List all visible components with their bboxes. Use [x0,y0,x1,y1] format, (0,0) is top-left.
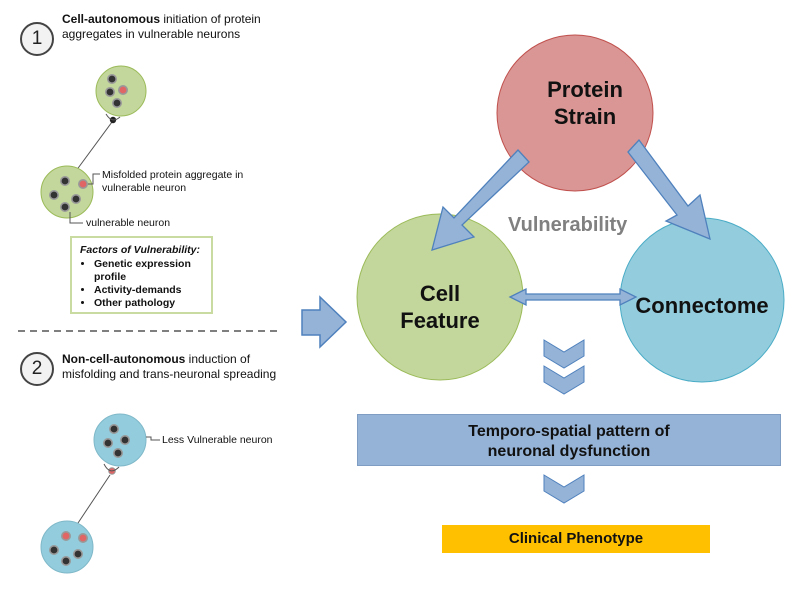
factor-item: Genetic expression profile [94,258,203,284]
connectome-label: Connectome [635,293,769,318]
temporo-spatial-pattern-bar: Temporo-spatial pattern of neuronal dysf… [357,414,781,466]
neuron-bottom-blue [40,520,94,574]
callout-aggregate-line [88,173,100,185]
step-1-text-line1: initiation of protein [160,12,261,26]
label-aggregate-line2: vulnerable neuron [102,182,187,194]
arrow-to-connectome [627,138,711,241]
label-aggregate-line1: Misfolded protein aggregate in [102,169,244,181]
neuron-top-green [95,65,147,117]
step-1-description: Cell-autonomous initiation of protein ag… [62,12,342,42]
step-2-bold: Non-cell-autonomous [62,352,186,366]
factor-item: Activity-demands [94,284,203,297]
callout-less-vulnerable-line [146,436,160,441]
main-right-arrow [301,295,348,349]
chevron-down-icon [543,365,585,395]
factors-list: Genetic expression profile Activity-dema… [80,258,203,310]
chevron-down-icon [543,474,585,504]
step-1-text-line2: aggregates in vulnerable neurons [62,27,241,41]
step-1-bold: Cell-autonomous [62,12,160,26]
pattern-line2: neuronal dysfunction [487,443,651,460]
step-2-text-line2: misfolding and trans-neuronal spreading [62,367,277,381]
label-aggregate: Misfolded protein aggregate in vulnerabl… [102,169,243,195]
step-2-text-line1: induction of [185,352,251,366]
factor-item: Other pathology [94,297,203,310]
pattern-line1: Temporo-spatial pattern of [468,423,670,440]
cell-feature-label: Cell Feature [365,280,515,334]
factors-of-vulnerability-box: Factors of Vulnerability: Genetic expres… [70,236,213,314]
protein-strain-circle [496,34,654,192]
arrow-to-cell-feature [431,149,530,251]
vulnerability-diagram [301,34,785,504]
chevron-down-icon [543,339,585,369]
label-vulnerable-neuron: vulnerable neuron [86,217,171,229]
synapse-top [72,113,121,176]
neuron-middle-green [40,165,94,219]
protein-strain-label: Protein Strain [505,76,665,130]
cell-feature-line1: Cell [419,281,461,306]
step-1-number: 1 [20,22,54,56]
clinical-phenotype-bar: Clinical Phenotype [442,525,710,553]
double-arrow-cell-connectome [508,287,638,307]
protein-strain-line1: Protein [547,77,623,102]
step-2-number: 2 [20,352,54,386]
protein-strain-line2: Strain [553,104,617,129]
label-less-vulnerable: Less Vulnerable neuron [162,434,273,446]
synapse-bottom [71,463,120,533]
step-2-description: Non-cell-autonomous induction of misfold… [62,352,342,382]
factors-title: Factors of Vulnerability: [80,244,200,256]
neuron-illustration [18,65,280,574]
cell-feature-line2: Feature [400,308,480,333]
vulnerability-label: Vulnerability [508,214,628,236]
neuron-less-vulnerable-blue [93,413,147,467]
callout-vulnerable-line [69,212,83,224]
